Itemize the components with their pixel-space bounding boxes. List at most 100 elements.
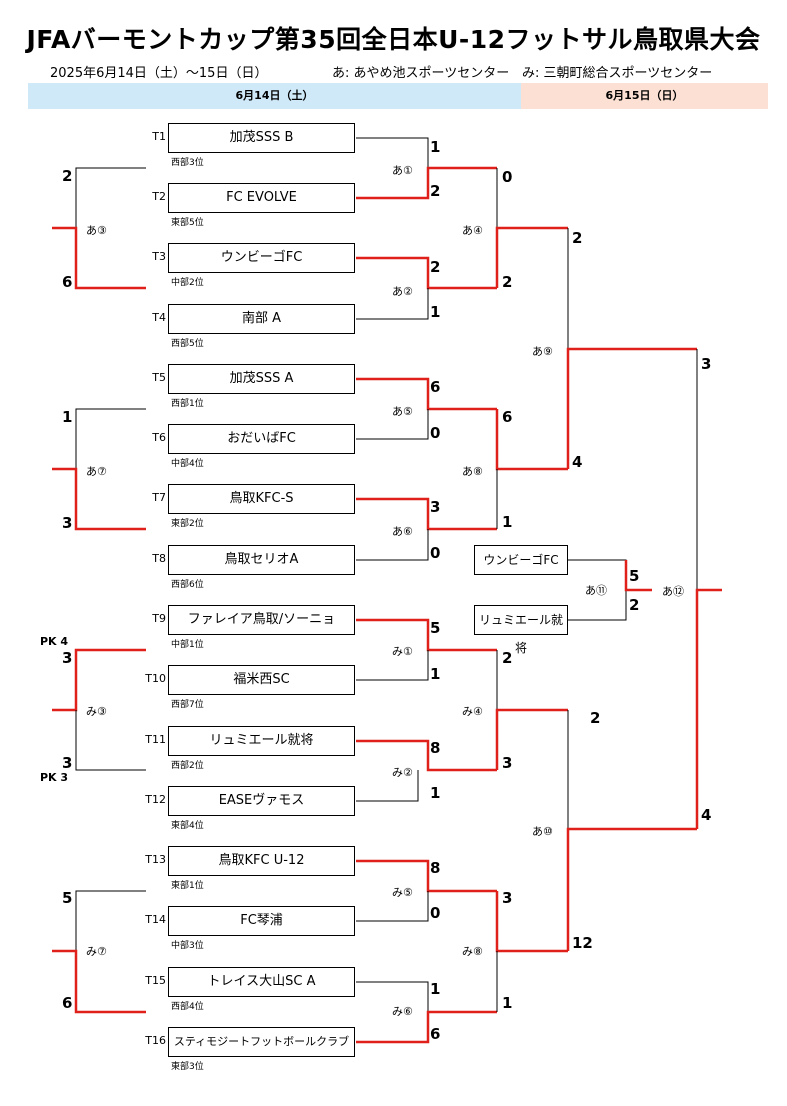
pk-score: PK 3 bbox=[40, 771, 69, 784]
match-label: み⑤ bbox=[392, 886, 413, 899]
team-rank: 中部2位 bbox=[171, 278, 204, 288]
bracket-line bbox=[75, 408, 146, 469]
team-rank: 東部4位 bbox=[171, 821, 204, 831]
score: 0 bbox=[430, 904, 441, 922]
third-place-team-a: ウンビーゴFC bbox=[474, 545, 568, 575]
score: 4 bbox=[701, 806, 712, 824]
bracket-line bbox=[356, 891, 429, 922]
score: 1 bbox=[430, 303, 441, 321]
score: 2 bbox=[502, 649, 513, 667]
score: 3 bbox=[502, 889, 513, 907]
match-label: あ⑦ bbox=[86, 465, 107, 478]
match-label: あ⑫ bbox=[662, 585, 684, 598]
team-number: T2 bbox=[152, 190, 166, 203]
team-rank: 東部5位 bbox=[171, 218, 204, 228]
score: 1 bbox=[62, 408, 73, 426]
team-box: 加茂SSS A bbox=[168, 364, 355, 394]
match-label: み④ bbox=[462, 705, 483, 718]
match-label: み③ bbox=[86, 705, 107, 718]
team-box: 福米西SC bbox=[168, 665, 355, 695]
team-rank: 中部4位 bbox=[171, 459, 204, 469]
score: 3 bbox=[430, 498, 441, 516]
winner-line bbox=[356, 618, 497, 652]
score: 3 bbox=[62, 754, 73, 772]
winner-line bbox=[356, 166, 497, 200]
match-label: み⑧ bbox=[462, 945, 483, 958]
score: 2 bbox=[502, 273, 513, 291]
match-label: み② bbox=[392, 766, 413, 779]
score: 3 bbox=[502, 754, 513, 772]
match-label: あ⑥ bbox=[392, 525, 413, 538]
score: 1 bbox=[502, 513, 513, 531]
team-rank: 中部1位 bbox=[171, 640, 204, 650]
team-rank: 西部5位 bbox=[171, 339, 204, 349]
team-rank: 西部7位 bbox=[171, 700, 204, 710]
score: 6 bbox=[62, 273, 73, 291]
team-number: T16 bbox=[145, 1034, 166, 1047]
match-label: み⑦ bbox=[86, 945, 107, 958]
score: 2 bbox=[629, 596, 640, 614]
team-box: EASEヴァモス bbox=[168, 786, 355, 816]
score: 3 bbox=[701, 355, 712, 373]
winner-line bbox=[52, 226, 146, 290]
winner-line bbox=[495, 708, 568, 770]
score: 3 bbox=[62, 514, 73, 532]
team-number: T9 bbox=[152, 612, 166, 625]
team-number: T1 bbox=[152, 130, 166, 143]
team-number: T14 bbox=[145, 913, 166, 926]
score: 0 bbox=[430, 424, 441, 442]
team-number: T5 bbox=[152, 371, 166, 384]
team-rank: 西部3位 bbox=[171, 158, 204, 168]
team-box: 鳥取セリオA bbox=[168, 545, 355, 575]
score: 0 bbox=[430, 544, 441, 562]
score: 2 bbox=[430, 258, 441, 276]
score: 12 bbox=[572, 934, 593, 952]
team-rank: 中部3位 bbox=[171, 941, 204, 951]
score: 1 bbox=[430, 980, 441, 998]
winner-line bbox=[356, 497, 497, 531]
match-label: あ③ bbox=[86, 224, 107, 237]
team-box: スティモジートフットボールクラブ bbox=[168, 1027, 355, 1057]
score: 5 bbox=[430, 619, 441, 637]
bracket-line bbox=[356, 650, 429, 681]
score: 0 bbox=[502, 168, 513, 186]
score: 1 bbox=[430, 138, 441, 156]
team-box: 鳥取KFC U-12 bbox=[168, 846, 355, 876]
third-place-team-b: リュミエール就将 bbox=[474, 605, 568, 655]
team-rank: 東部2位 bbox=[171, 519, 204, 529]
bracket-line bbox=[356, 288, 429, 320]
team-rank: 西部4位 bbox=[171, 1002, 204, 1012]
score: 2 bbox=[590, 709, 601, 727]
score: 2 bbox=[430, 182, 441, 200]
winner-line bbox=[52, 949, 146, 1014]
score: 2 bbox=[62, 167, 73, 185]
winner-line bbox=[52, 648, 146, 712]
team-rank: 西部6位 bbox=[171, 580, 204, 590]
bracket-line bbox=[356, 770, 419, 802]
team-box: 鳥取KFC-S bbox=[168, 484, 355, 514]
team-number: T3 bbox=[152, 250, 166, 263]
bracket-line bbox=[356, 529, 429, 561]
team-box: 南部 A bbox=[168, 304, 355, 334]
team-box: FC琴浦 bbox=[168, 906, 355, 936]
team-number: T13 bbox=[145, 853, 166, 866]
match-label: あ⑩ bbox=[532, 825, 553, 838]
winner-line bbox=[356, 377, 497, 411]
team-box: リュミエール就将 bbox=[168, 726, 355, 756]
team-rank: 東部3位 bbox=[171, 1062, 204, 1072]
bracket-line bbox=[356, 981, 429, 1012]
winner-line bbox=[52, 467, 146, 531]
team-number: T12 bbox=[145, 793, 166, 806]
day1-header: 6月14日（土） bbox=[28, 83, 521, 109]
team-box: おだいばFC bbox=[168, 424, 355, 454]
team-box: トレイス大山SC A bbox=[168, 967, 355, 997]
winner-line bbox=[356, 859, 497, 893]
winner-line bbox=[624, 560, 652, 592]
winner-line bbox=[495, 226, 568, 288]
match-label: あ⑨ bbox=[532, 345, 553, 358]
bracket-line bbox=[356, 137, 429, 168]
venue-mi-legend: み: 三朝町総合スポーツセンター bbox=[522, 66, 713, 81]
team-number: T15 bbox=[145, 974, 166, 987]
event-dates: 2025年6月14日（土）～15日（日） bbox=[50, 66, 268, 81]
team-number: T8 bbox=[152, 552, 166, 565]
